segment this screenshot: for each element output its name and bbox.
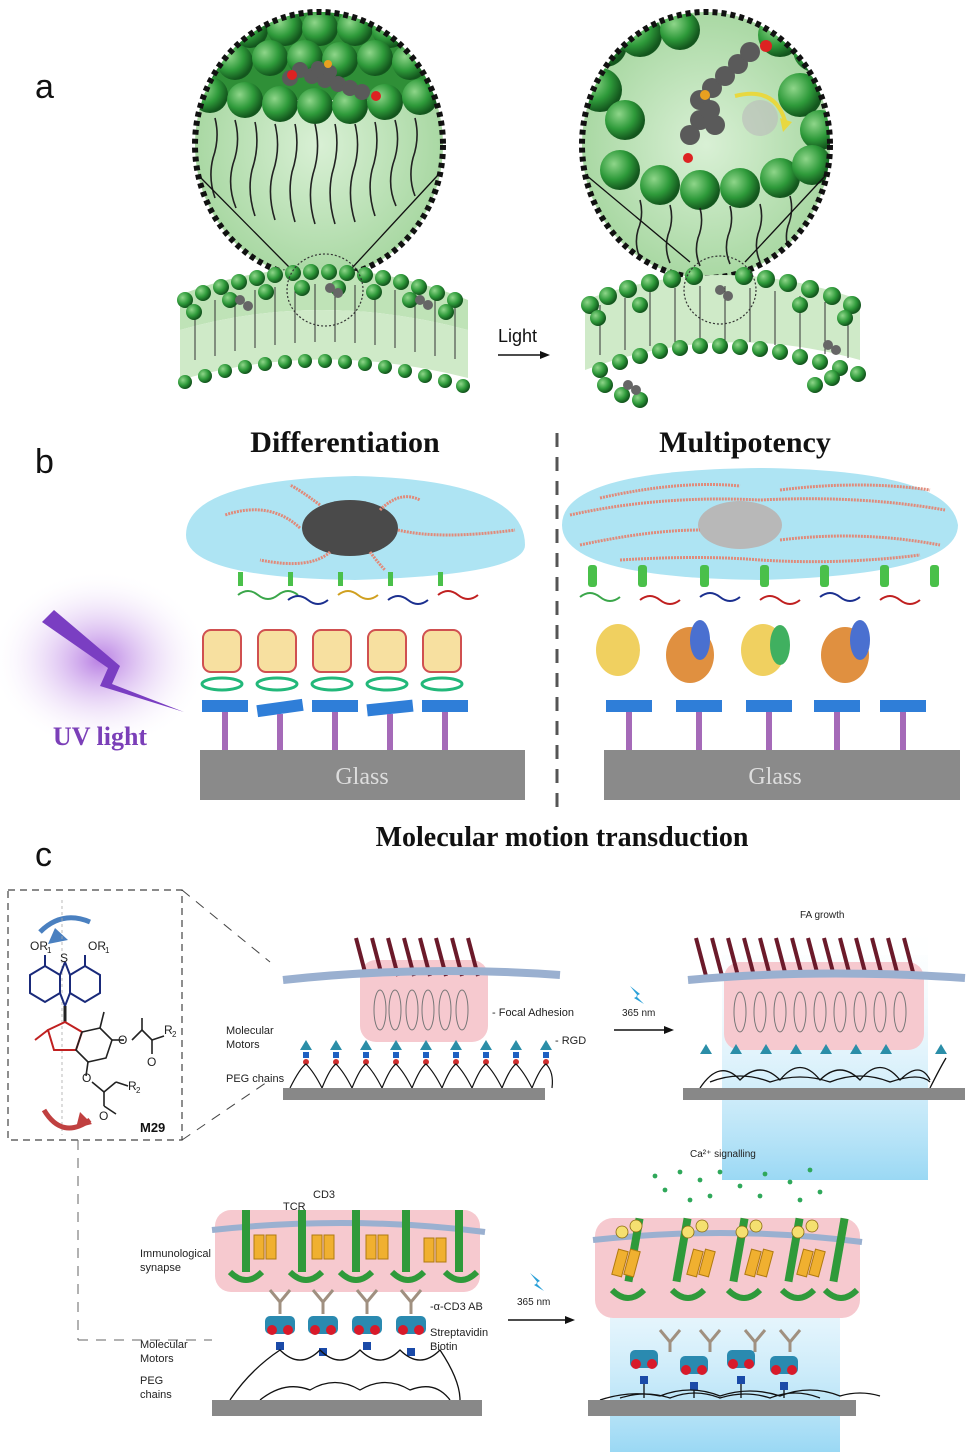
bottom-molecular-motors-2: Motors: [140, 1353, 174, 1365]
biotin-label: Biotin: [430, 1341, 458, 1353]
molecule-or1-left: OR: [30, 939, 48, 953]
panel-b-letter: b: [35, 443, 54, 481]
cell-differentiation: [186, 476, 525, 800]
immunological-synapse-before: [211, 1210, 486, 1416]
anti-cd3-label: -α-CD3 AB: [430, 1301, 483, 1313]
immunological-label: Immunological: [140, 1248, 211, 1260]
focal-adhesion-label: - Focal Adhesion: [492, 1007, 574, 1019]
zoom-lines: [197, 174, 827, 269]
uv-light-icon: [0, 570, 210, 750]
molecule-r2-bottom: R: [128, 1079, 137, 1093]
light-label: Light: [498, 326, 537, 346]
molecule-r2-top: R: [164, 1023, 173, 1037]
bottom-peg-label: PEG: [140, 1375, 163, 1387]
focal-adhesion-after: [683, 905, 966, 1180]
cd3-label: CD3: [313, 1189, 335, 1201]
focal-adhesion-before: [282, 937, 561, 1100]
bottom-uv-arrow: [508, 1273, 575, 1324]
streptavidin-label: Streptavidin: [430, 1327, 488, 1339]
molecule-m29: [29, 900, 165, 1135]
zoom-circle-right: [579, 9, 833, 281]
svg-text:2: 2: [172, 1030, 177, 1039]
molecule-sulfur: S: [60, 951, 68, 965]
svg-text:1: 1: [105, 946, 110, 955]
zoom-circle-left: [192, 9, 446, 281]
top-molecular-motors-1: Molecular: [226, 1025, 274, 1037]
glass-right: Glass: [748, 764, 801, 790]
membrane-left: [177, 253, 470, 393]
tcr-label: TCR: [283, 1201, 306, 1213]
molecule-or1-right: OR: [88, 939, 106, 953]
bottom-chains-label: chains: [140, 1389, 172, 1401]
bottom-wavelength: 365 nm: [517, 1297, 550, 1308]
top-wavelength: 365 nm: [622, 1008, 655, 1019]
molecule-o-ket-bottom: O: [99, 1109, 108, 1123]
synapse-label: synapse: [140, 1262, 181, 1274]
molecule-label: M29: [140, 1120, 165, 1135]
top-uv-arrow: [614, 986, 674, 1034]
molecule-inset-box: [7, 889, 183, 1141]
molecule-o-top: O: [118, 1033, 127, 1047]
top-molecular-motors-2: Motors: [226, 1039, 260, 1051]
molecule-o-bottom: O: [82, 1071, 91, 1085]
membrane-right: [581, 255, 866, 408]
cell-multipotency: [562, 468, 960, 800]
top-peg-chains: PEG chains: [226, 1073, 285, 1085]
panel-c-letter: c: [35, 836, 52, 874]
caption-molecular-motion: Molecular motion transduction: [376, 822, 749, 853]
svg-text:1: 1: [47, 946, 52, 955]
title-differentiation: Differentiation: [250, 426, 440, 459]
molecule-o-ket-top: O: [147, 1055, 156, 1069]
panel-a-letter: a: [35, 68, 54, 106]
fa-growth-label: FA growth: [800, 910, 844, 921]
glass-left: Glass: [335, 764, 388, 790]
svg-text:2: 2: [136, 1086, 141, 1095]
immunological-synapse-after: [588, 1167, 881, 1452]
title-multipotency: Multipotency: [659, 426, 831, 459]
light-arrow: Light: [498, 326, 550, 359]
ca-signalling-label: Ca²⁺ signalling: [690, 1149, 756, 1160]
bottom-molecular-motors-1: Molecular: [140, 1339, 188, 1351]
uv-light-label: UV light: [53, 722, 147, 751]
rgd-label: - RGD: [555, 1035, 586, 1047]
